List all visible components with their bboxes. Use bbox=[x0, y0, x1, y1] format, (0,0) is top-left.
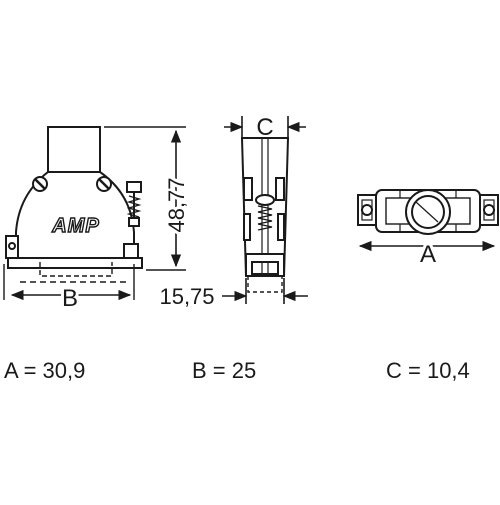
bottom-view bbox=[357, 189, 499, 235]
inner-recess bbox=[39, 262, 113, 277]
offset-value: 15,75 bbox=[159, 284, 214, 309]
front-view bbox=[3, 126, 143, 300]
brand-logo: AMP bbox=[51, 215, 99, 237]
label-a: A bbox=[420, 241, 436, 268]
label-b: B bbox=[62, 285, 78, 312]
dimension-c bbox=[222, 116, 308, 304]
label-c: C bbox=[256, 114, 273, 141]
cable-entry-inner bbox=[411, 195, 445, 229]
dimension-height bbox=[104, 126, 186, 271]
cable-neck bbox=[47, 126, 101, 173]
height-value: 48,77 bbox=[164, 177, 189, 232]
value-b: B = 25 bbox=[192, 358, 257, 383]
value-a: A = 30,9 bbox=[4, 358, 86, 383]
side-screw bbox=[126, 181, 142, 227]
side-view bbox=[240, 137, 290, 293]
bottom-flange bbox=[7, 257, 143, 269]
value-c: C = 10,4 bbox=[386, 358, 470, 383]
values-row: A = 30,9 B = 25 C = 10,4 bbox=[0, 358, 500, 394]
